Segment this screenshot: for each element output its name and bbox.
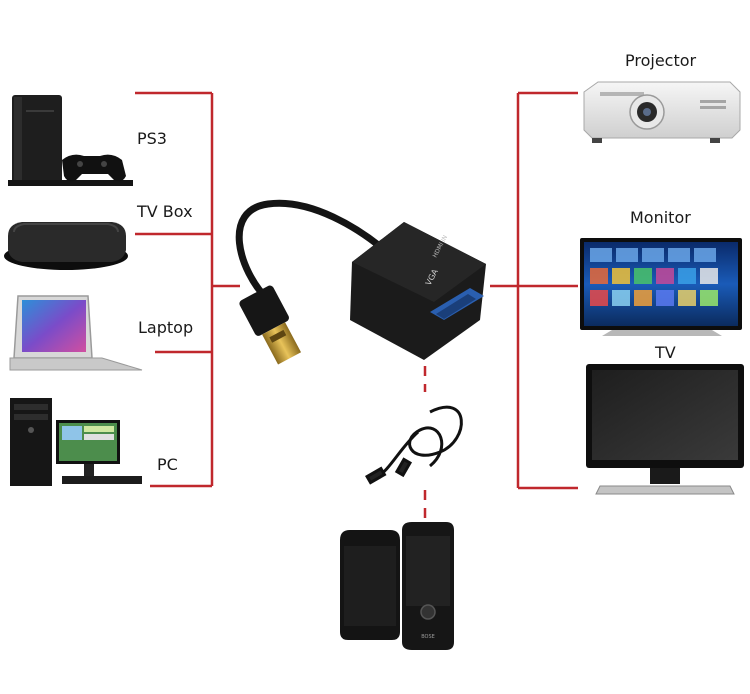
right-connector-lines (490, 91, 578, 490)
projector-label: Projector (625, 51, 697, 70)
tv-label: TV (655, 343, 676, 362)
ps3-console-icon (8, 95, 133, 186)
tv-icon (586, 364, 744, 495)
hdmi-to-vga-adapter: VGA HDMI IN (235, 199, 486, 365)
ps3-label: PS3 (137, 129, 167, 148)
monitor-icon (580, 238, 742, 336)
speaker-brand: BOSE (421, 634, 435, 640)
laptop-label: Laptop (138, 318, 194, 337)
speakers-icon: BOSE (340, 522, 454, 650)
monitor-label: Monitor (630, 208, 691, 227)
left-connector-lines (135, 91, 240, 488)
projector-icon (583, 81, 741, 143)
pc-label: PC (157, 455, 178, 474)
laptop-icon (9, 295, 143, 371)
tv-box-label: TV Box (137, 202, 193, 221)
pc-icon (10, 398, 142, 486)
tv-box-icon (4, 222, 128, 270)
audio-cable-icon (365, 405, 463, 485)
